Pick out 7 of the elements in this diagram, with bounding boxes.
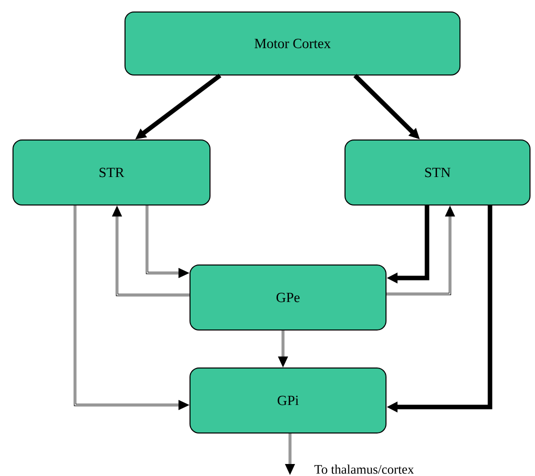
arrow [112, 206, 190, 296]
destination-label: To thalamus/cortex [314, 464, 414, 474]
region-box: STR [12, 140, 210, 206]
region-box: GPi [190, 368, 386, 434]
region-box: Motor Cortex [124, 12, 460, 76]
region-box: STN [344, 140, 530, 206]
region-box: GPe [190, 264, 386, 330]
